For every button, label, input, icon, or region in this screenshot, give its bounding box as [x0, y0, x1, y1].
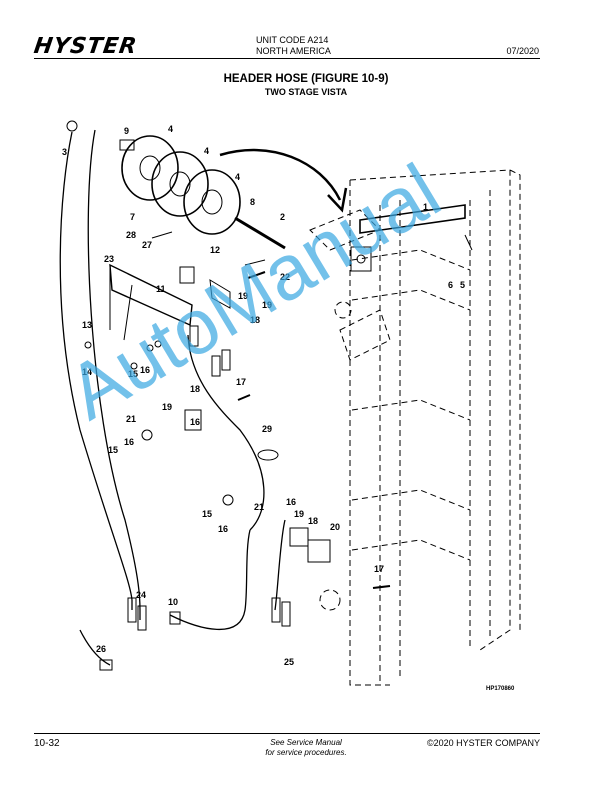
- direction-arrow: [219, 148, 342, 201]
- callout-17a: 17: [236, 377, 246, 387]
- parts-diagram: 1 2 3 4 4 4 5 6 7 8 9 10 11 12 13 14 15 …: [59, 120, 521, 692]
- callout-16d: 16: [218, 524, 228, 534]
- callout-20: 20: [330, 522, 340, 532]
- callout-17b: 17: [374, 564, 384, 574]
- callout-29: 29: [262, 424, 272, 434]
- callout-25: 25: [284, 657, 294, 667]
- callout-2: 2: [280, 212, 285, 222]
- callout-15c: 15: [202, 509, 212, 519]
- callout-27: 27: [142, 240, 152, 250]
- callout-16e: 16: [286, 497, 296, 507]
- page-number: 10-32: [34, 738, 60, 749]
- callout-9: 9: [124, 126, 129, 136]
- callout-19d: 19: [238, 291, 248, 301]
- callout-1: 1: [423, 202, 428, 212]
- service-note-line-1: See Service Manual: [270, 738, 342, 747]
- mast-outline: [309, 169, 521, 686]
- callout-19a: 19: [262, 300, 272, 310]
- callout-16a: 16: [140, 365, 150, 375]
- callout-28: 28: [126, 230, 136, 240]
- figure-subtitle: TWO STAGE VISTA: [264, 87, 348, 97]
- callout-3: 3: [62, 147, 67, 157]
- unit-code-block: UNIT CODE A214 NORTH AMERICA: [256, 35, 331, 57]
- callout-7: 7: [130, 212, 135, 222]
- callout-21a: 21: [126, 414, 136, 424]
- callout-11: 11: [156, 284, 166, 294]
- region: NORTH AMERICA: [256, 46, 331, 56]
- callout-15b: 15: [108, 445, 118, 455]
- sheaves: [121, 135, 241, 235]
- unit-code: UNIT CODE A214: [256, 35, 329, 45]
- clamps: [84, 340, 391, 589]
- fittings: [99, 325, 291, 671]
- header-crossbar: [350, 204, 473, 272]
- callout-6: 6: [448, 280, 453, 290]
- callout-5: 5: [460, 280, 465, 290]
- callout-10: 10: [168, 597, 178, 607]
- hose-bracket: [109, 263, 266, 341]
- callout-8: 8: [250, 197, 255, 207]
- shaft: [66, 120, 286, 266]
- callout-12: 12: [210, 245, 220, 255]
- callout-18a: 18: [250, 315, 260, 325]
- service-note-line-2: for service procedures.: [265, 748, 347, 757]
- callout-19b: 19: [162, 402, 172, 412]
- callout-labels: 1 2 3 4 4 4 5 6 7 8 9 10 11 12 13 14 15 …: [62, 124, 515, 692]
- hose-lines: [59, 129, 286, 666]
- callout-16c: 16: [190, 417, 200, 427]
- callout-18b: 18: [190, 384, 200, 394]
- hyster-logo: HYSTER: [32, 34, 139, 59]
- callout-15a: 15: [128, 369, 138, 379]
- figure-title: HEADER HOSE (FIGURE 10-9): [223, 73, 389, 85]
- callout-23: 23: [104, 254, 114, 264]
- callout-13: 13: [82, 320, 92, 330]
- callout-19c: 19: [294, 509, 304, 519]
- callout-4a: 4: [168, 124, 173, 134]
- callout-4c: 4: [235, 172, 240, 182]
- callout-26: 26: [96, 644, 106, 654]
- footer-rule: [34, 733, 540, 734]
- callout-14: 14: [82, 367, 92, 377]
- header-rule: [34, 58, 540, 59]
- callout-24: 24: [136, 590, 146, 600]
- copyright: ©2020 HYSTER COMPANY: [427, 738, 540, 748]
- callout-16b: 16: [124, 437, 134, 447]
- service-note: See Service Manual for service procedure…: [0, 738, 612, 758]
- callout-4b: 4: [204, 146, 209, 156]
- callout-22: 22: [280, 272, 290, 282]
- document-date: 07/2020: [506, 46, 539, 56]
- figure-code: HP170860: [486, 686, 515, 692]
- callout-21b: 21: [254, 502, 264, 512]
- callout-18c: 18: [308, 516, 318, 526]
